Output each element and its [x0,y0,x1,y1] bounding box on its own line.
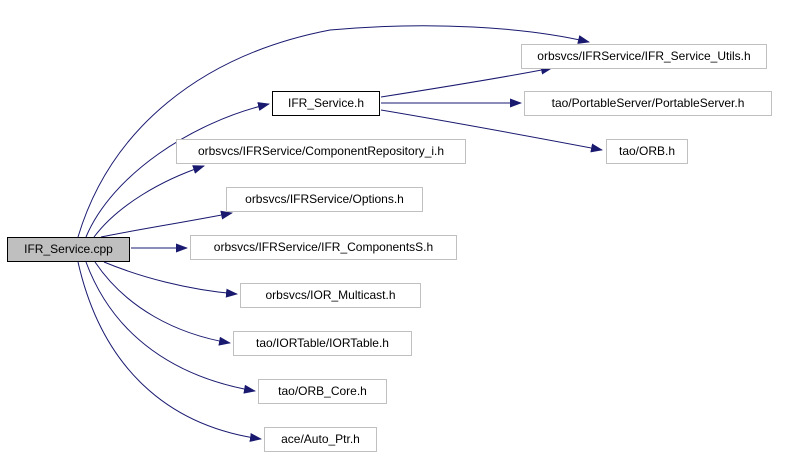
node-iortable-h: tao/IORTable/IORTable.h [233,331,412,356]
edge-ifr-service-h-to-orb-h [380,109,603,153]
node-ifr-componentss-h: orbsvcs/IFRService/IFR_ComponentsS.h [190,235,457,260]
node-componentrepository-i-h: orbsvcs/IFRService/ComponentRepository_i… [176,139,466,164]
edge-cpp-to-auto-ptr-h [77,261,262,442]
edge-cpp-to-iortable-h [94,261,231,346]
node-ior-multicast-h: orbsvcs/IOR_Multicast.h [240,283,421,308]
edge-cpp-to-componentrepository-i-h [93,165,205,238]
edge-cpp-to-options-h [100,210,233,238]
edge-cpp-to-ifr-service-utils-h [77,25,590,238]
edge-cpp-to-orb-core-h [85,261,256,394]
node-ifr-service-utils-h: orbsvcs/IFRService/IFR_Service_Utils.h [521,44,767,69]
node-auto-ptr-h: ace/Auto_Ptr.h [264,427,377,452]
node-ifr-service-cpp: IFR_Service.cpp [7,237,130,262]
edge-cpp-to-ior-multicast-h [103,261,238,298]
node-orb-core-h: tao/ORB_Core.h [258,379,387,404]
edge-ifr-service-h-to-ifr-service-utils-h [380,65,553,98]
node-options-h: orbsvcs/IFRService/Options.h [226,187,423,212]
node-ifr-service-h[interactable]: IFR_Service.h [272,91,380,116]
edge-cpp-to-ifr-service-h [85,102,270,238]
node-portableserver-h: tao/PortableServer/PortableServer.h [524,91,772,116]
node-orb-h: tao/ORB.h [606,139,688,164]
